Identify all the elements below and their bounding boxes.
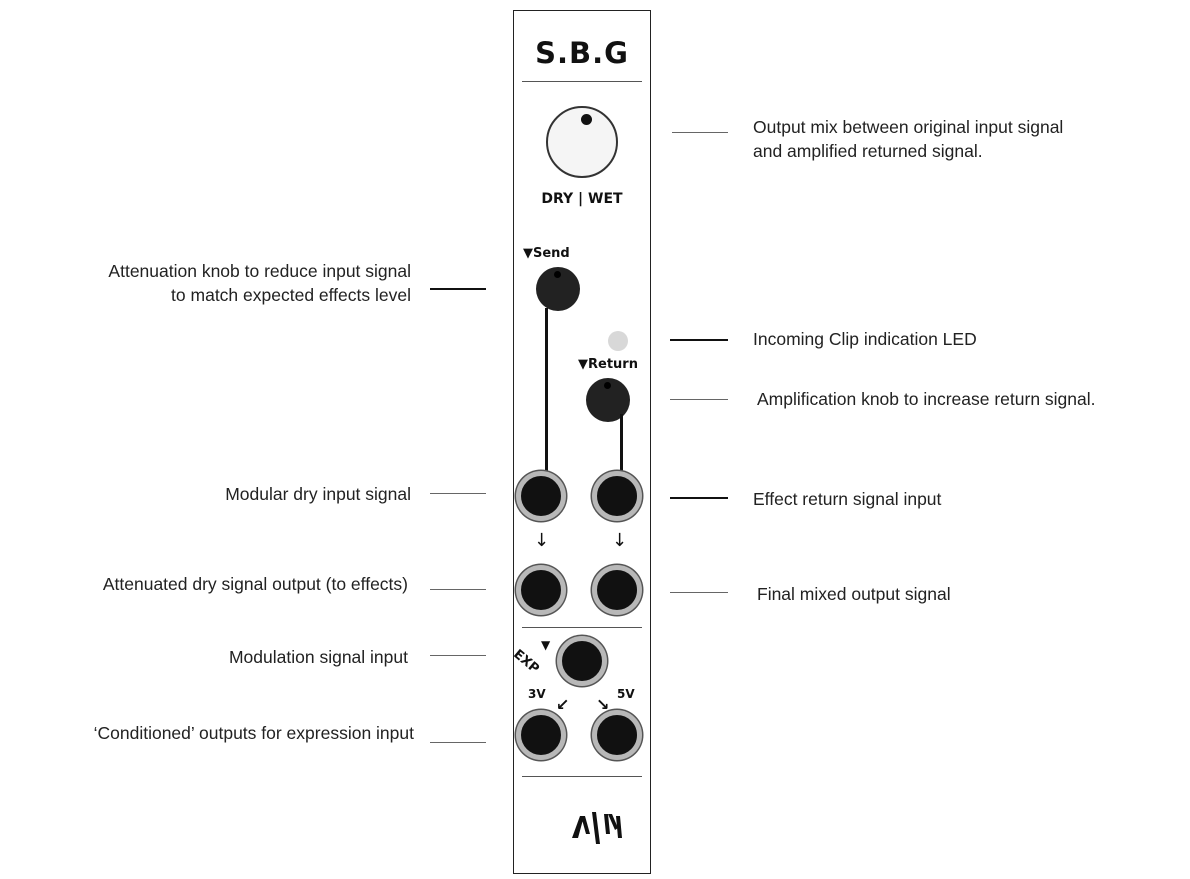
send-normal-line [545, 308, 548, 478]
dry-wet-knob[interactable] [546, 106, 618, 178]
return-normal-line [620, 414, 623, 478]
leader-effect-return [670, 497, 728, 499]
clip-led [608, 331, 628, 351]
callout-effect-return: Effect return signal input [753, 489, 942, 509]
5v-label: 5V [617, 687, 635, 701]
leader-send [430, 288, 486, 290]
down-arrow-left: ↓ [534, 530, 550, 551]
knob-indicator [554, 271, 561, 278]
return-label: ▼Return [578, 357, 638, 372]
return-knob[interactable] [586, 378, 630, 422]
send-label: ▼Send [523, 246, 570, 261]
knob-indicator [581, 114, 592, 125]
callout-send-line2: to match expected effects level [171, 285, 411, 305]
callout-attenuated-out: Attenuated dry signal output (to effects… [102, 574, 408, 594]
down-arrow-right: ↓ [612, 530, 628, 551]
leader-return [670, 399, 728, 400]
callout-conditioned-out: ‘Conditioned’ outputs for expression inp… [93, 723, 414, 743]
exp-divider [522, 627, 642, 628]
dry-wet-label: DRY | WET [541, 191, 623, 207]
callout-clip-led: Incoming Clip indication LED [753, 329, 977, 349]
curve-arrow-left: ↙ [556, 695, 570, 714]
callout-send-line1: Attenuation knob to reduce input signal [108, 261, 411, 281]
5v-output-jack[interactable] [592, 710, 642, 760]
send-output-jack[interactable] [516, 565, 566, 615]
callout-return: Amplification knob to increase return si… [757, 389, 1096, 409]
leader-clip-led [670, 339, 728, 341]
send-knob[interactable] [536, 267, 580, 311]
callout-mix-line1: Output mix between original input signal [753, 117, 1064, 137]
callout-mix-line2: and amplified returned signal. [753, 141, 983, 161]
main-output-jack[interactable] [592, 565, 642, 615]
curve-arrow-right: ↘ [596, 695, 610, 714]
callout-final-out: Final mixed output signal [757, 584, 951, 604]
leader-mix [672, 132, 728, 133]
alm-logo [572, 812, 622, 844]
return-input-jack[interactable] [592, 471, 642, 521]
logo-divider [522, 776, 642, 777]
title-divider [522, 81, 642, 82]
leader-final-out [670, 592, 728, 593]
leader-conditioned-out [430, 742, 486, 743]
callout-dry-input: Modular dry input signal [225, 484, 411, 504]
3v-label: 3V [528, 687, 546, 701]
knob-indicator [604, 382, 611, 389]
3v-output-jack[interactable] [516, 710, 566, 760]
module-title: S.B.G [535, 36, 629, 70]
exp-input-jack[interactable] [557, 636, 607, 686]
leader-attenuated-out [430, 589, 486, 590]
leader-modulation-in [430, 655, 486, 656]
dry-input-jack[interactable] [516, 471, 566, 521]
callout-modulation-in: Modulation signal input [228, 647, 408, 667]
leader-dry-input [430, 493, 486, 494]
exp-marker: ▼ [541, 638, 551, 652]
